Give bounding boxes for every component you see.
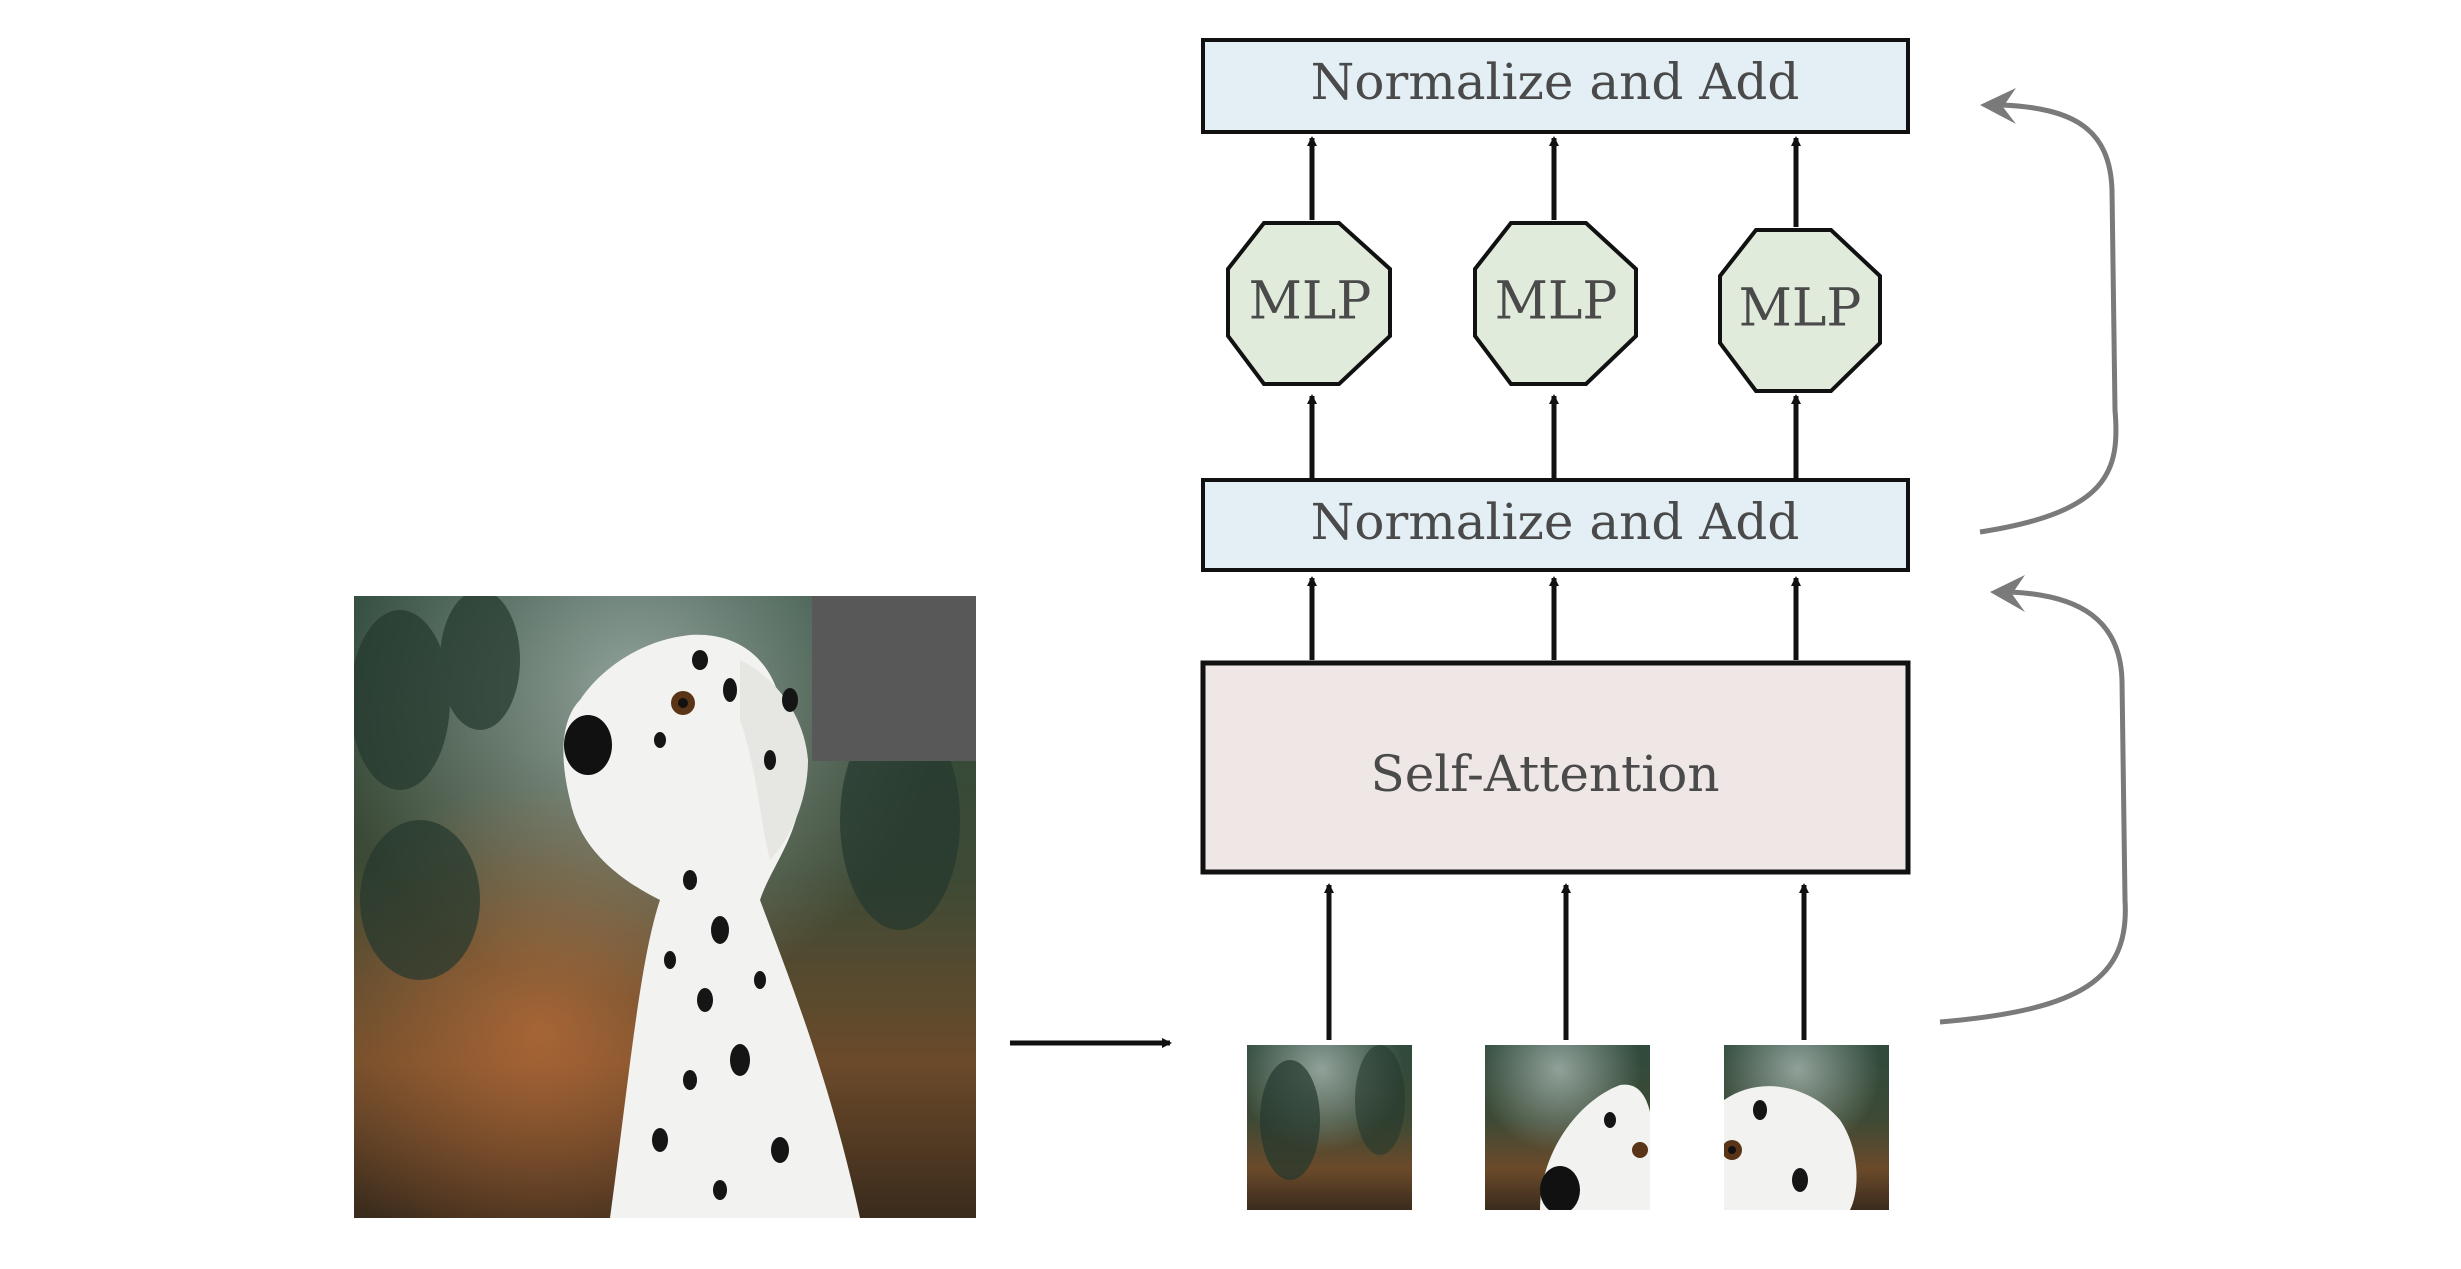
input-image xyxy=(354,596,976,1218)
mlp-block-3: MLP xyxy=(1718,228,1882,393)
mlp-block-2: MLP xyxy=(1473,221,1638,386)
dog xyxy=(563,634,860,1218)
mlp-label-1: MLP xyxy=(1249,272,1372,332)
patch-2 xyxy=(1485,1045,1650,1210)
self-attention-label: Self-Attention xyxy=(1370,745,1719,803)
normalize-add-upper-label: Normalize and Add xyxy=(1311,53,1800,111)
mlp-block-1: MLP xyxy=(1226,221,1392,386)
residual-connection-lower xyxy=(1939,575,2128,1025)
dog-spots xyxy=(652,650,798,1200)
foliage xyxy=(354,596,960,980)
masked-patch xyxy=(812,596,976,761)
patch-1 xyxy=(1247,1045,1412,1210)
self-attention-block: Self-Attention xyxy=(1200,660,1911,875)
normalize-add-lower-label: Normalize and Add xyxy=(1311,493,1800,551)
mlp-label-3: MLP xyxy=(1739,279,1862,339)
patch-3 xyxy=(1724,1045,1889,1210)
normalize-add-block-upper: Normalize and Add xyxy=(1201,38,1910,134)
normalize-add-block-lower: Normalize and Add xyxy=(1201,478,1910,572)
mlp-label-2: MLP xyxy=(1495,272,1618,332)
residual-connection-upper xyxy=(1979,88,2119,535)
